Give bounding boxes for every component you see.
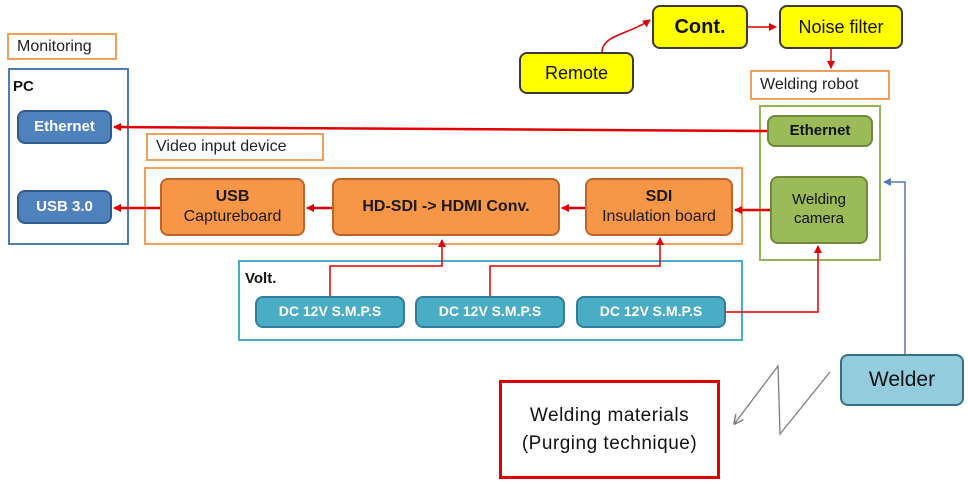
- power-line-smps3: [726, 245, 822, 313]
- sdi-insulation-sub: Insulation board: [602, 208, 716, 225]
- video-input-device-label: Video input device: [146, 133, 324, 161]
- usb-captureboard-title: USB: [215, 188, 250, 205]
- noise-filter-box: Noise filter: [779, 5, 903, 49]
- arrow-remote-cont: [601, 19, 651, 53]
- power-line-smps1: [329, 239, 446, 296]
- volt-frame: [238, 260, 743, 341]
- arrow-welder-materials: [735, 364, 831, 436]
- usb3-box: USB 3.0: [17, 190, 112, 224]
- usb3-text: USB 3.0: [36, 197, 93, 215]
- power-line-smps2: [489, 237, 664, 296]
- pc-ethernet-box: Ethernet: [17, 110, 112, 144]
- robot-ethernet-box: Ethernet: [767, 115, 873, 147]
- volt-frame-title: Volt.: [245, 270, 277, 287]
- noise-filter-text: Noise filter: [798, 16, 884, 37]
- video-input-device-label-text: Video input device: [156, 138, 287, 155]
- remote-box: Remote: [519, 52, 634, 94]
- monitoring-label: Monitoring: [7, 33, 117, 60]
- usb-captureboard-sub: Captureboard: [183, 208, 282, 225]
- pc-ethernet-text: Ethernet: [34, 117, 95, 135]
- arrow-ethernet: [113, 123, 768, 133]
- welding-robot-frame: [759, 105, 881, 261]
- sdi-insulation-title: SDI: [645, 188, 673, 205]
- welding-materials-line2: (Purging technique): [521, 432, 698, 454]
- cont-text: Cont.: [674, 15, 726, 38]
- welding-materials-box: Welding materials (Purging technique): [499, 380, 720, 479]
- hdsdi-conv-text: HD-SDI -> HDMI Conv.: [362, 198, 530, 215]
- welder-text: Welder: [868, 367, 936, 391]
- smps-2-box: DC 12V S.M.P.S: [415, 296, 565, 328]
- welding-camera-box: Welding camera: [770, 176, 868, 244]
- welding-robot-label-text: Welding robot: [760, 76, 859, 93]
- robot-ethernet-text: Ethernet: [789, 121, 851, 139]
- smps-3-box: DC 12V S.M.P.S: [576, 296, 726, 328]
- welding-camera-line1: Welding: [792, 191, 846, 209]
- hdsdi-conv-box: HD-SDI -> HDMI Conv.: [332, 178, 560, 236]
- welding-materials-line1: Welding materials: [529, 404, 690, 426]
- usb-captureboard-box: USB Captureboard: [160, 178, 305, 236]
- pc-frame: [8, 68, 129, 245]
- pc-frame-title: PC: [13, 78, 34, 95]
- welder-box: Welder: [840, 354, 964, 406]
- smps-1-box: DC 12V S.M.P.S: [255, 296, 405, 328]
- monitoring-label-text: Monitoring: [17, 37, 92, 55]
- arrow-welder-robot: [883, 178, 906, 354]
- smps-3-text: DC 12V S.M.P.S: [599, 303, 703, 320]
- smps-2-text: DC 12V S.M.P.S: [438, 303, 542, 320]
- cont-box: Cont.: [652, 5, 748, 49]
- smps-1-text: DC 12V S.M.P.S: [278, 303, 382, 320]
- sdi-insulation-box: SDI Insulation board: [585, 178, 733, 236]
- welding-robot-label: Welding robot: [750, 70, 890, 100]
- remote-text: Remote: [544, 62, 609, 83]
- welding-camera-line2: camera: [793, 210, 845, 227]
